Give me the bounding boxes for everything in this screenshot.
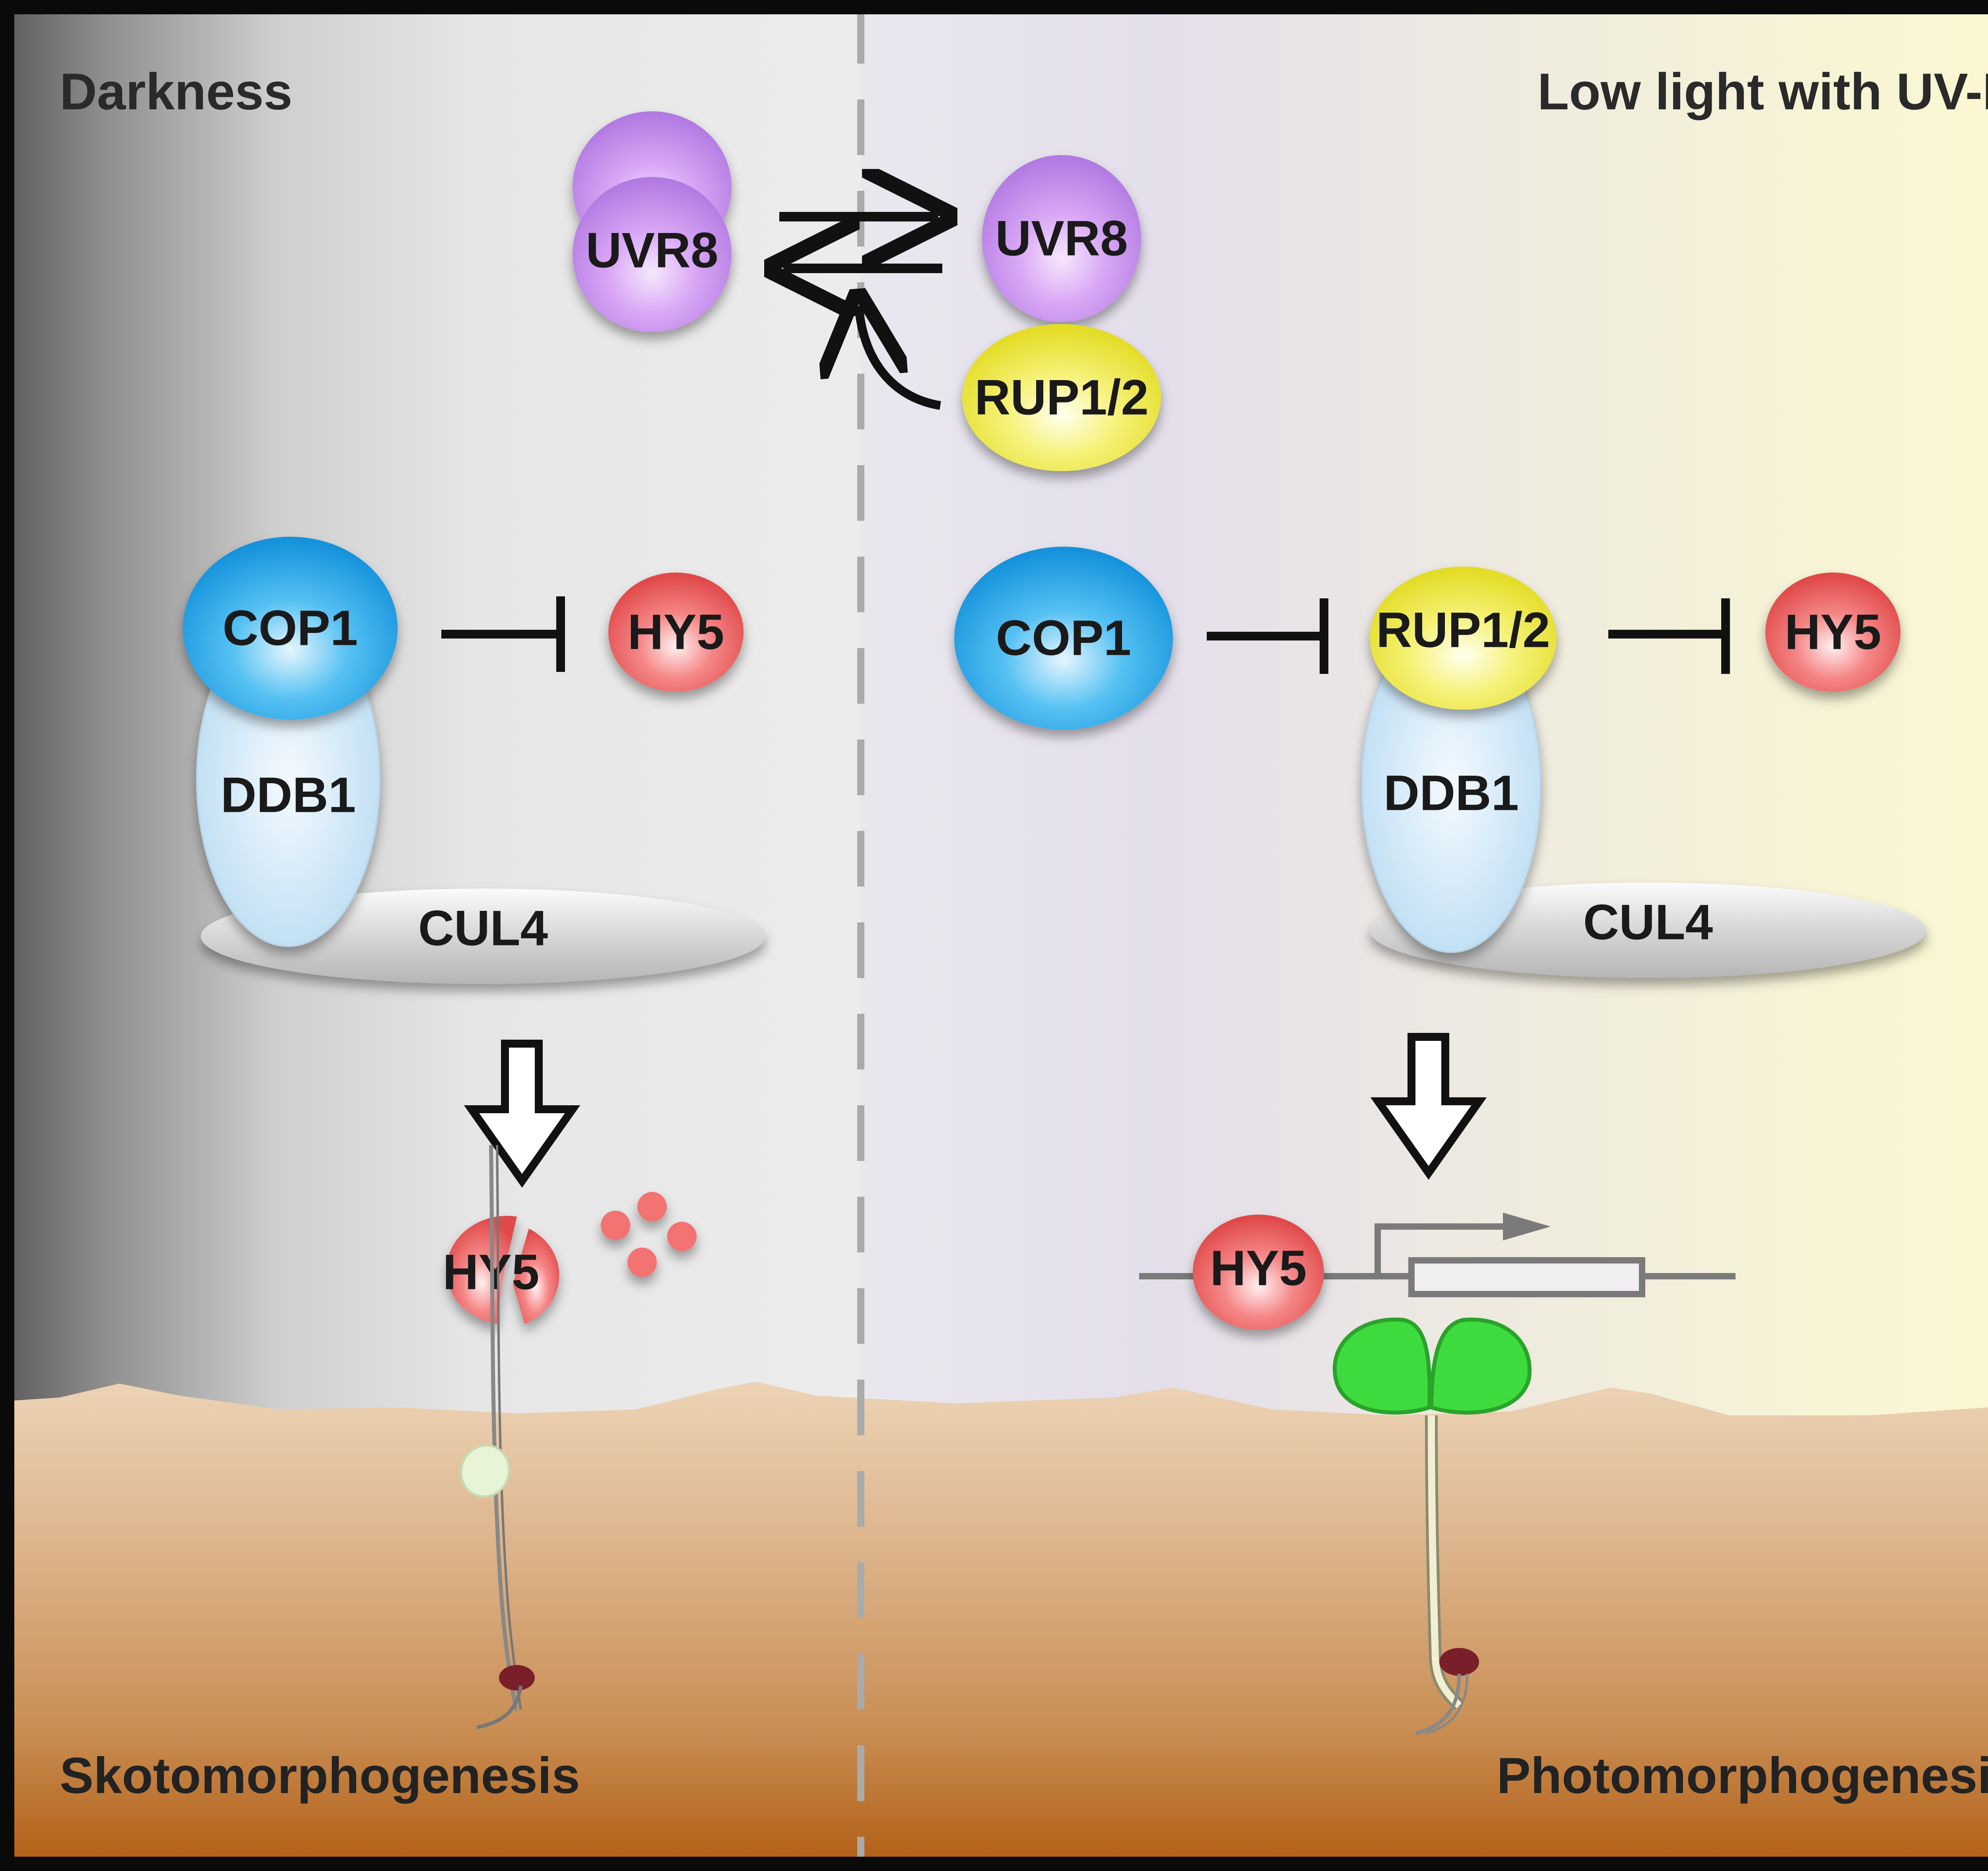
outcome-label-skotomorphogenesis: Skotomorphogenesis <box>60 1747 580 1804</box>
hy5-left <box>608 573 744 692</box>
ddb1-right-label: DDB1 <box>1384 766 1519 821</box>
photomorphogenic-seedling <box>1332 1318 1532 1735</box>
inhibition-rup-hy5 <box>1608 598 1730 674</box>
cop1-left <box>183 537 398 720</box>
inhibition-cop1-rup <box>1207 598 1328 674</box>
rup-top-label: RUP1/2 <box>975 370 1149 425</box>
arrow-down-left <box>464 1040 580 1188</box>
hy5-right <box>1765 573 1901 692</box>
inhibition-cop1-hy5-left <box>441 596 565 672</box>
degraded-fragments <box>601 1192 697 1277</box>
cul4-left-label: CUL4 <box>418 901 548 956</box>
cop1-right <box>954 547 1173 730</box>
rup-top <box>962 324 1161 471</box>
uvr8-dimer <box>573 111 732 332</box>
ddb1-left-label: DDB1 <box>221 768 356 823</box>
uvr8-monomer <box>982 155 1141 322</box>
outcome-label-photomorphogenesis: Photomorphogenesis <box>1497 1747 1988 1804</box>
uvr8-monomer-label: UVR8 <box>995 211 1128 266</box>
hy5-left-label: HY5 <box>627 605 724 660</box>
hy5-bound <box>1193 1215 1324 1330</box>
rup-complex <box>1370 567 1557 710</box>
cop1-right-label: COP1 <box>996 611 1131 666</box>
cop1-left-label: COP1 <box>223 601 358 656</box>
cul4-right-label: CUL4 <box>1583 895 1713 950</box>
hy5-right-label: HY5 <box>1784 605 1881 660</box>
arrow-rup-promotes-dimerization <box>859 306 941 410</box>
uvr8-dimer-label: UVR8 <box>586 223 718 278</box>
hy5-bound-label: HY5 <box>1210 1241 1307 1296</box>
condition-label-uvb: Low light with UV-B <box>1538 62 1988 120</box>
rup-complex-label: RUP1/2 <box>1376 603 1550 658</box>
etiolated-seedling <box>460 1145 535 1729</box>
arrow-down-right <box>1370 1033 1487 1180</box>
hy5-degraded <box>446 1216 559 1324</box>
condition-label-darkness: Darkness <box>60 62 292 120</box>
